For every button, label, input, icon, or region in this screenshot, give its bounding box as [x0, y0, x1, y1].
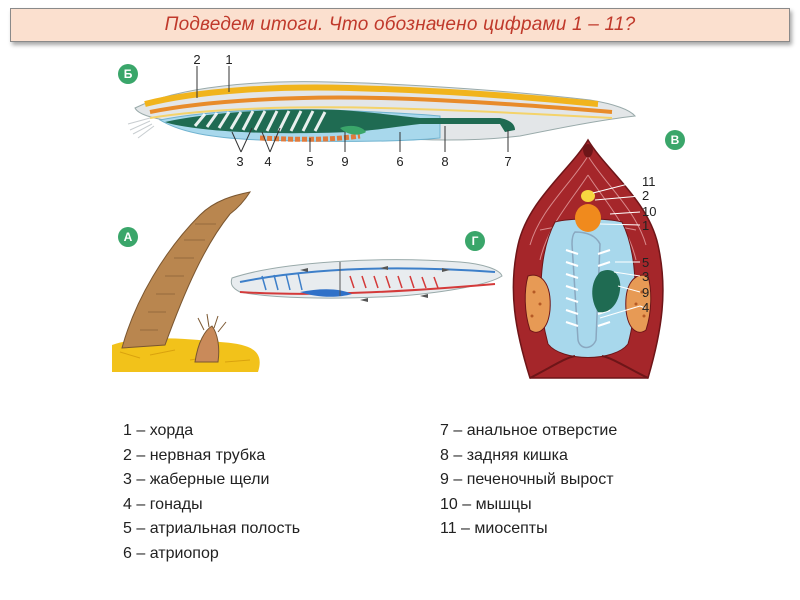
- legend-left-column: 1 – хорда 2 – нервная трубка 3 – жаберны…: [123, 419, 300, 566]
- legend-item-8: 8 – задняя кишка: [440, 446, 568, 464]
- legend-item-6: 6 – атриопор: [123, 544, 219, 562]
- legend-item-7: 7 – анальное отверстие: [440, 422, 618, 439]
- figure-b-longitudinal-section: Б 2 1 3 4 5 9 6 8 7: [118, 52, 636, 169]
- label-v-5: 5: [642, 255, 649, 270]
- figure-letter-b: Б: [124, 67, 133, 81]
- legend-item-4: 4 – гонады: [123, 495, 203, 513]
- label-b-5: 5: [306, 154, 313, 169]
- legend-item-3: 3 – жаберные щели: [123, 471, 270, 488]
- label-v-11: 11: [642, 174, 656, 189]
- legend-item-10: 10 – мышцы: [440, 495, 532, 513]
- label-b-2: 2: [193, 52, 200, 67]
- label-b-3: 3: [236, 154, 243, 169]
- figure-letter-v: В: [671, 133, 680, 147]
- legend-item-9: 9 – печеночный вырост: [440, 471, 614, 488]
- figure-g-circulatory-system: Г: [230, 231, 503, 302]
- figure-letter-g: Г: [472, 234, 479, 248]
- label-v-1: 1: [642, 218, 649, 233]
- label-b-9: 9: [341, 154, 348, 169]
- lancelet-anatomy-figure: Б 2 1 3 4 5 9 6 8 7 А: [112, 52, 685, 379]
- figure-v-cross-section: В 11 2 10 1 5 3 9 4: [512, 130, 685, 379]
- slide-title: Подведем итоги. Что обозначено цифрами 1…: [164, 14, 636, 35]
- label-v-4: 4: [642, 300, 649, 315]
- legend-item-1: 1 – хорда: [123, 422, 194, 439]
- legend-right-column: 7 – анальное отверстие 8 – задняя кишка …: [440, 419, 617, 542]
- legend-item-5: 5 – атриальная полость: [123, 520, 301, 537]
- figure-a-lancelet-in-sand: А: [112, 191, 260, 372]
- label-v-10: 10: [642, 204, 656, 219]
- label-b-4: 4: [264, 154, 271, 169]
- legend-item-2: 2 – нервная трубка: [123, 446, 266, 464]
- legend-item-11: 11 – миосепты: [440, 520, 548, 537]
- label-b-1: 1: [225, 52, 232, 67]
- label-b-7: 7: [504, 154, 511, 169]
- figure-letter-a: А: [124, 230, 133, 244]
- label-b-8: 8: [441, 154, 448, 169]
- label-b-6: 6: [396, 154, 403, 169]
- label-v-2: 2: [642, 188, 649, 203]
- label-v-9: 9: [642, 285, 649, 300]
- title-box: Подведем итоги. Что обозначено цифрами 1…: [10, 8, 790, 42]
- label-v-3: 3: [642, 269, 649, 284]
